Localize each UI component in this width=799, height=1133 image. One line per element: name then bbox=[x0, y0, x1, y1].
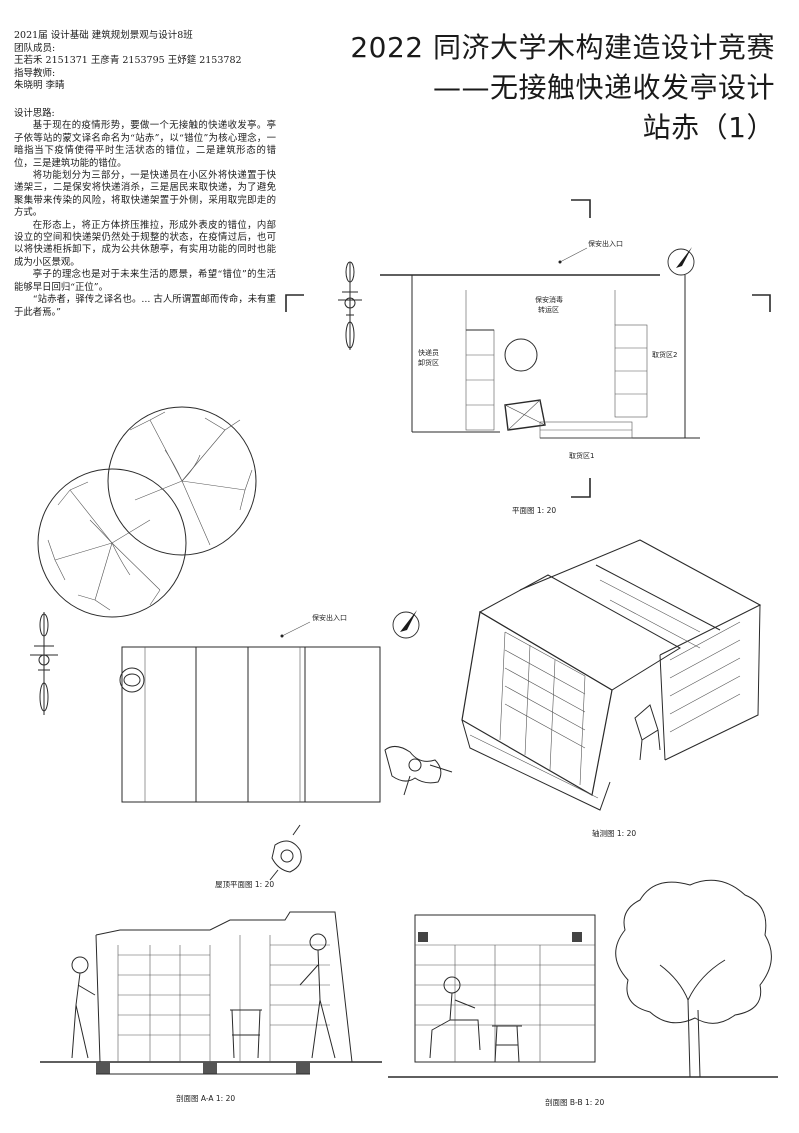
seated-person-icon bbox=[429, 976, 481, 1059]
section-aa: 剖面图 A-A 1: 20 bbox=[40, 911, 382, 1103]
section-bb: 剖面图 B-B 1: 20 bbox=[388, 879, 778, 1107]
title-line-3: 站赤（1） bbox=[642, 111, 775, 144]
plan-entry-label: 保安出入口 bbox=[588, 239, 623, 248]
section-aa-caption: 剖面图 A-A 1: 20 bbox=[176, 1093, 235, 1103]
bicycle-icon bbox=[338, 261, 362, 350]
concept-heading: 设计思路: bbox=[14, 108, 55, 119]
axon-caption: 轴测图 1: 20 bbox=[592, 828, 636, 838]
corner-mark-tr bbox=[571, 199, 591, 218]
plan-bottom-label: 取货区1 bbox=[569, 451, 594, 460]
section-bb-caption: 剖面图 B-B 1: 20 bbox=[545, 1097, 604, 1107]
advisor-names: 朱晓明 李晴 bbox=[14, 80, 65, 92]
advisor-label: 指导教师: bbox=[14, 67, 56, 79]
concept-paragraph-1: 基于现在的疫情形势，要做一个无接触的快递收发亭。亭子依等站的蒙文译名命名为“站赤… bbox=[14, 120, 276, 169]
plan-caption: 平面图 1: 20 bbox=[512, 506, 556, 515]
concept-paragraph-2: 将功能划分为三部分，一是快递员在小区外将快递置于快递架三，二是保安将快递消杀，三… bbox=[14, 170, 276, 219]
plan-center-label-2: 转运区 bbox=[538, 305, 559, 314]
design-concept: 设计思路: 基于现在的疫情形势，要做一个无接触的快递收发亭。亭子依等站的蒙文译名… bbox=[14, 108, 276, 319]
course-line: 2021届 设计基础 建筑规划景观与设计8班 bbox=[14, 30, 193, 41]
tree-elevation-icon bbox=[615, 879, 772, 1078]
team-info: 2021届 设计基础 建筑规划景观与设计8班 团队成员: 王若禾 2151371… bbox=[14, 30, 242, 93]
roof-entry-label: 保安出入口 bbox=[312, 613, 347, 622]
roof-caption: 屋顶平面图 1: 20 bbox=[215, 880, 274, 889]
concept-paragraph-4: 亭子的理念也是对于未来生活的愿景，希望“错位”的生活能够早日回归“正位”。 bbox=[14, 269, 276, 293]
floor-plan: 保安出入口 保安消毒 转运区 快递员 卸货区 取货区2 取货区1 平面图 1: … bbox=[285, 199, 771, 515]
person-topview-icon bbox=[384, 746, 453, 796]
concept-paragraph-5: “站赤者，驿传之译名也。... 古人所谓置邮而传命，未有重于此者焉。” bbox=[14, 294, 276, 318]
corner-mark-r bbox=[752, 294, 771, 312]
tree-canopy-icon bbox=[37, 406, 257, 618]
plan-left-label-2: 卸货区 bbox=[418, 358, 439, 367]
person-figure-icon-2 bbox=[299, 933, 336, 1059]
team-label: 团队成员: bbox=[14, 42, 56, 54]
plan-right-label: 取货区2 bbox=[652, 350, 677, 359]
title-line-1: 2022 同济大学木构建造设计竞赛 bbox=[350, 31, 775, 64]
north-arrow-icon-2 bbox=[392, 610, 420, 639]
poster-title: 2022 同济大学木构建造设计竞赛 ——无接触快递收发亭设计 站赤（1） bbox=[350, 28, 775, 148]
plan-center-label-1: 保安消毒 bbox=[535, 295, 563, 304]
corner-mark-l bbox=[285, 294, 304, 312]
concept-paragraph-3: 在形态上，将正方体挤压推拉，形成外表皮的错位，内部设立的空间和快递架仍然处于规整… bbox=[14, 219, 276, 268]
plan-left-label-1: 快递员 bbox=[418, 348, 439, 357]
roof-plan: 保安出入口 屋顶平面图 1: 20 bbox=[30, 610, 453, 889]
bicycle-icon-2 bbox=[30, 612, 58, 715]
person-figure-icon bbox=[71, 956, 96, 1059]
axonometric-view: 轴测图 1: 20 bbox=[461, 539, 762, 838]
north-arrow-icon bbox=[667, 247, 695, 276]
person-topview-icon-2 bbox=[269, 824, 302, 881]
title-line-2: ——无接触快递收发亭设计 bbox=[432, 71, 775, 104]
corner-mark-b bbox=[571, 478, 591, 498]
team-members: 王若禾 2151371 王彦青 2153795 王妤筵 2153782 bbox=[14, 55, 242, 67]
